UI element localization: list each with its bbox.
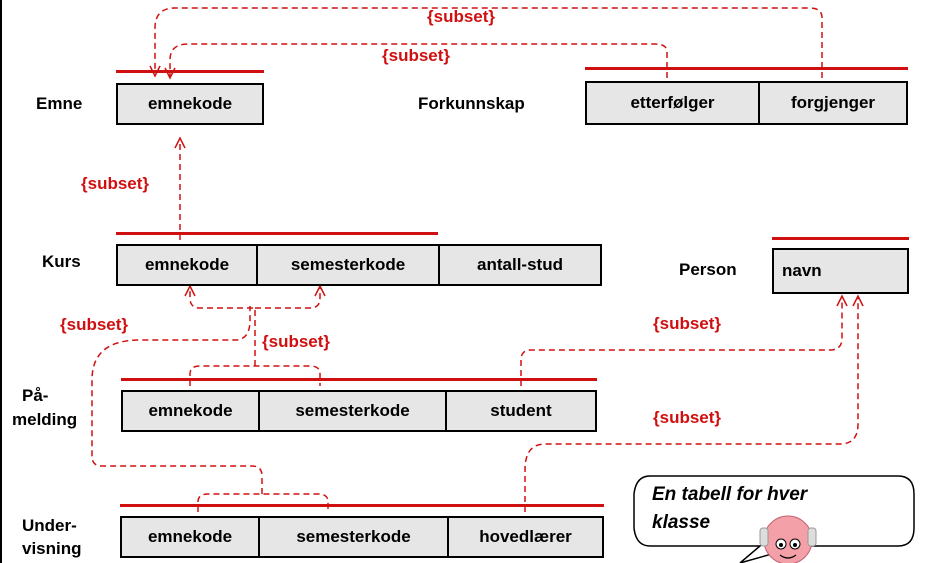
arrowhead-person-2 [852,294,864,307]
table-name-emne: Emne [36,94,83,113]
table-name-pamelding-line2: melding [12,410,78,429]
table-person: navn [772,248,909,294]
callout-line-1: En tabell for hver [652,484,808,505]
callout-line-2: klasse [652,512,711,533]
table-name-forkunnskap: Forkunnskap [418,94,525,113]
subset-arrow-etterfolger-emne [169,43,668,78]
table-name-undervisning-line1: Under- [22,516,77,535]
cell-pamelding-semesterkode: semesterkode [260,392,447,430]
key-bar-pamelding [121,378,597,381]
subset-label-pamelding-kurs: {subset} [262,332,331,351]
arrowhead-emne-1 [149,65,161,78]
key-bar-person [772,237,909,240]
cell-forkunnskap-forgjenger: forgjenger [790,93,876,112]
cell-forkunnskap-etterfolger: etterfølger [587,83,760,123]
arrowhead-kurs-emne [174,136,186,149]
cell-kurs-emnekode: emnekode [118,246,258,284]
table-forkunnskap: etterfølger forgjenger [585,81,908,125]
undervisning-bracket [197,493,329,512]
table-pamelding: emnekode semesterkode student [121,390,597,432]
subset-label-forkunnskap: {subset} [382,46,451,65]
arrowhead-kurs-semesterkode [314,284,326,297]
key-bar-undervisning [120,504,604,507]
key-bar-kurs [116,232,438,235]
subset-label-student-person: {subset} [653,314,722,333]
subset-label-kurs-emne: {subset} [81,174,150,193]
left-border-rule [0,0,2,563]
arrowhead-kurs-emnekode [184,284,196,297]
subset-arrow-hovedlaerer-person [524,298,859,512]
subset-arrow-student-person [520,298,843,386]
mascot-icon [759,515,817,563]
cell-kurs-antall-stud: antall-stud [477,255,563,274]
arrowhead-person-1 [836,294,848,307]
subset-arrow-undervisning-kurs [91,306,263,494]
subset-label-hovedlaerer-person: {subset} [653,408,722,427]
cell-pamelding-emnekode: emnekode [123,392,260,430]
cell-undervisning-emnekode: emnekode [122,518,260,556]
key-bar-emne [116,70,264,73]
cell-emne-emnekode: emnekode [147,94,233,113]
table-name-kurs: Kurs [42,252,81,271]
cell-kurs-semesterkode: semesterkode [258,246,440,284]
table-name-pamelding-line1: På- [22,386,49,405]
cell-person-navn: navn [782,261,822,280]
table-kurs: emnekode semesterkode antall-stud [116,244,602,286]
cell-undervisning-hovedlaerer: hovedlærer [479,527,572,546]
subset-label-undervisning-kurs: {subset} [60,315,129,334]
pamelding-bracket [189,365,321,386]
subset-arrow-forgjenger-emne [154,7,823,78]
subset-arrow-pamelding-kurs [189,288,321,366]
table-name-person: Person [679,260,737,279]
table-undervisning: emnekode semesterkode hovedlærer [120,516,604,558]
cell-undervisning-semesterkode: semesterkode [260,518,449,556]
key-bar-forkunnskap [585,67,908,70]
table-name-undervisning-line2: visning [22,539,82,558]
table-emne: emnekode [116,83,264,125]
cell-pamelding-student: student [490,401,552,420]
subset-label-top: {subset} [427,7,496,26]
